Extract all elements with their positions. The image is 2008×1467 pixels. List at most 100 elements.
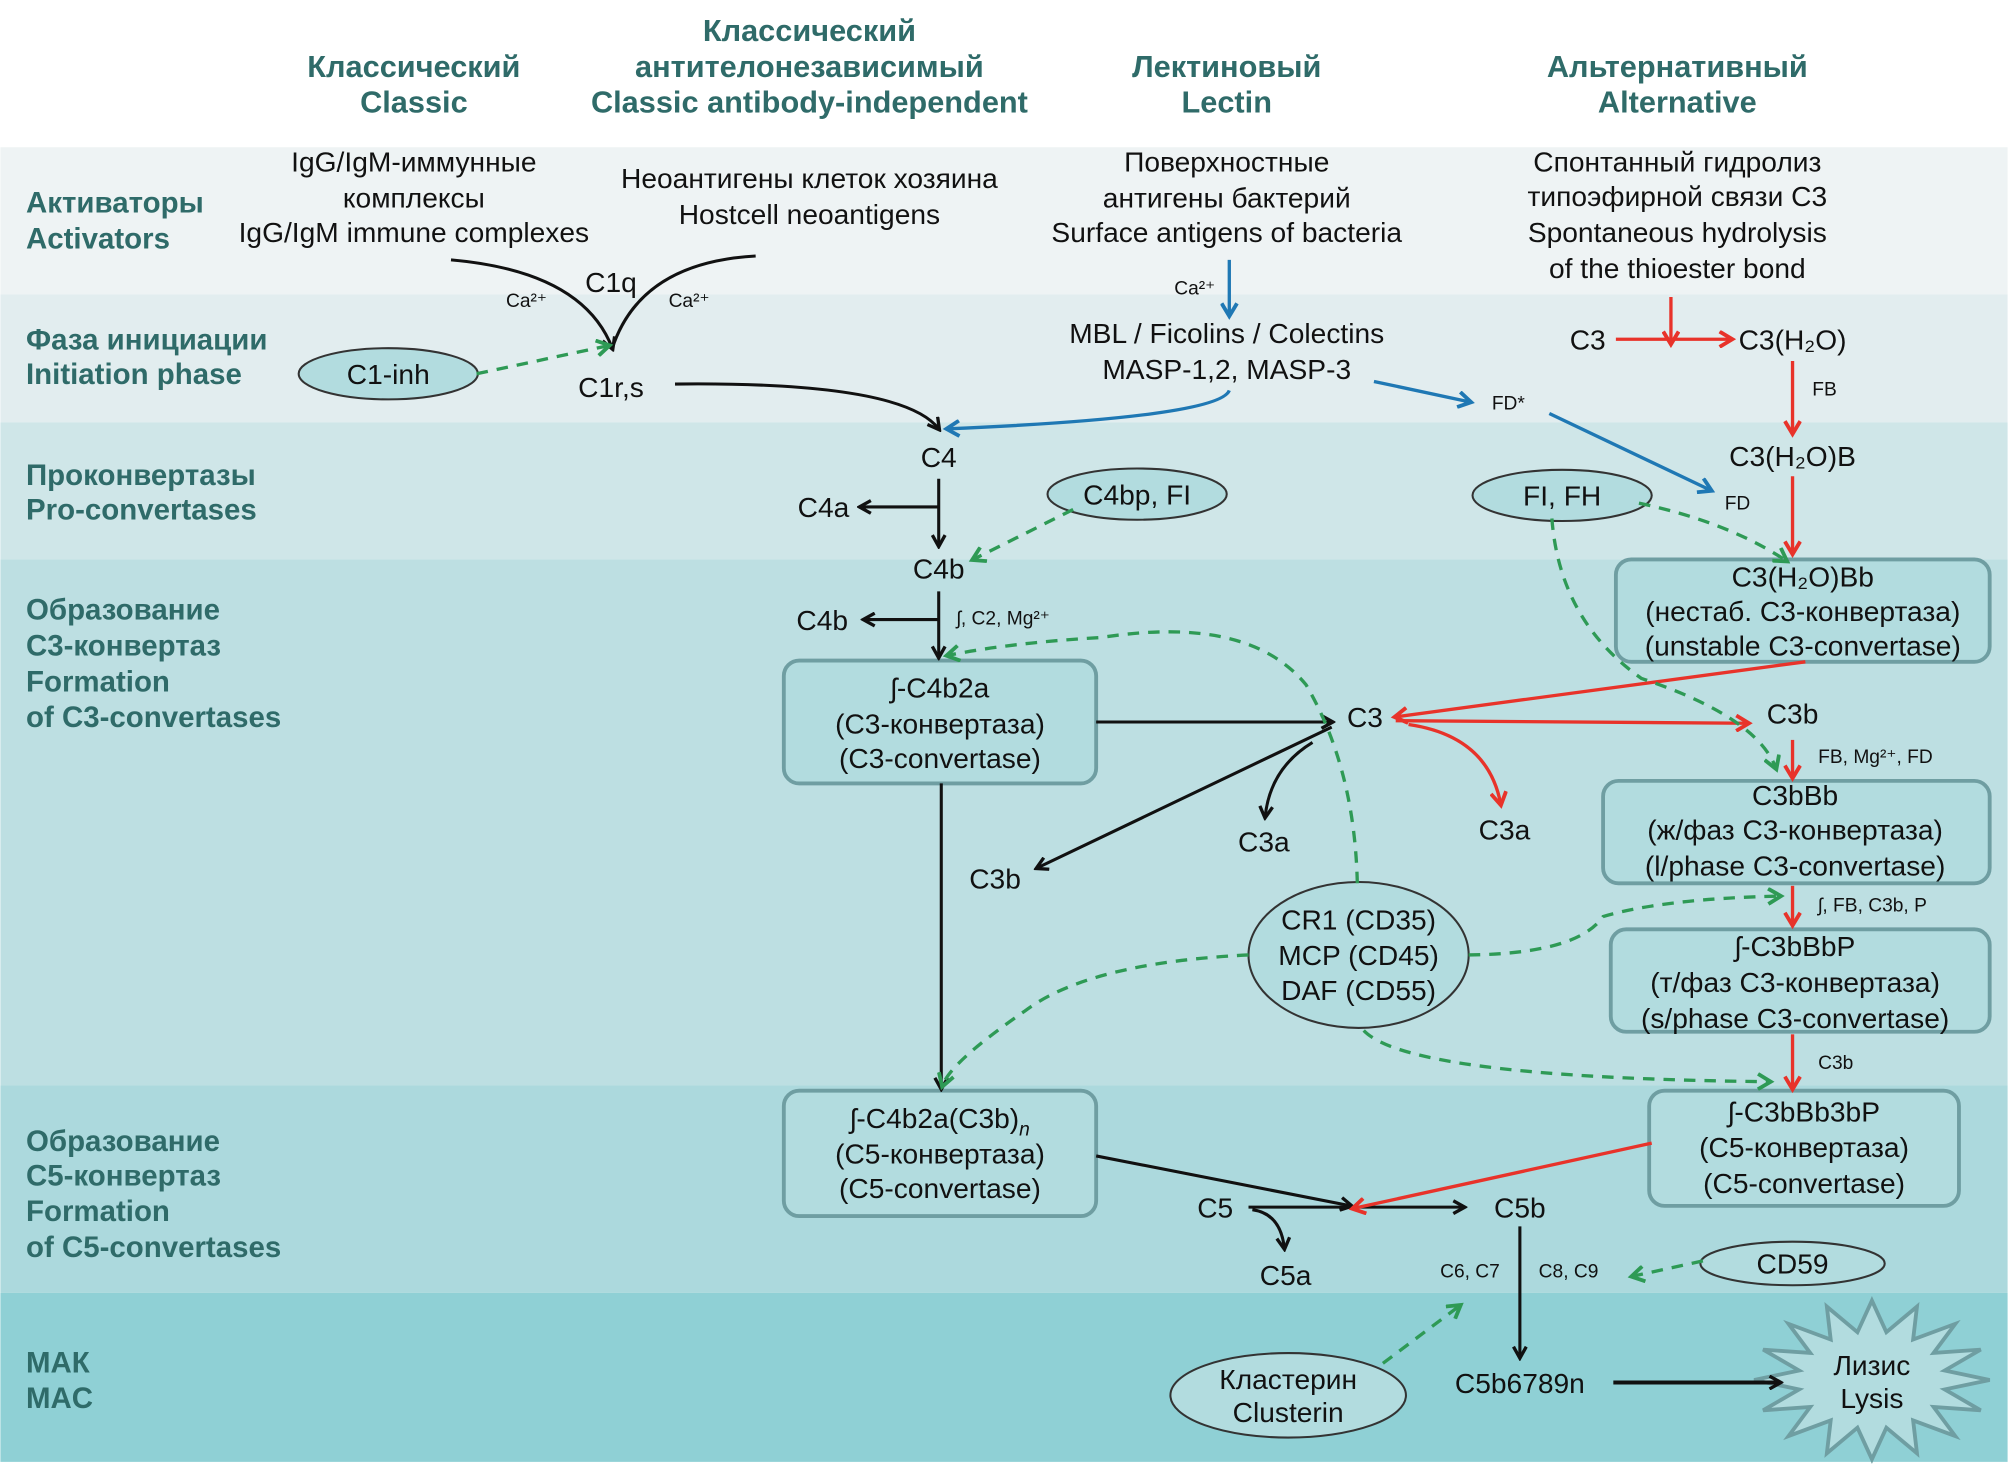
row-label-line: С5-конвертаз [26,1159,221,1192]
inhibit-c3h2obb [1638,501,1786,561]
inhibit-c3b [1550,518,1776,768]
header-antibody-independent: Классический антителонезависимый Classic… [591,13,1028,120]
cofactor-fb-mg-fd: FB, Mg²⁺, FD [1818,747,1933,768]
regulator-cr1-mcp-daf: CR1 (CD35) MCP (CD45) DAF (CD55) [1247,880,1470,1029]
cofactor-ca: Ca²⁺ [669,291,710,312]
header-line: Lectin [1182,85,1272,120]
row-label-line: Formation [26,1195,170,1228]
regulator-cd59: CD59 [1699,1240,1886,1287]
row-label-line: Проконвертазы [26,459,256,492]
header-alternative: Альтернативный Alternative [1547,49,1808,120]
activator-classic: IgG/IgM-иммунные комплексы IgG/IgM immun… [239,147,590,248]
activator-line: Surface antigens of bacteria [1051,217,1402,248]
arrow-c5-convertase-to-c5 [1095,1154,1351,1206]
arrow-immune-complex-to-c1 [450,258,612,348]
box-line-subscript: n [1019,1119,1030,1140]
activator-line: Hostcell neoantigens [679,199,940,230]
row-label-line: of C5-convertases [26,1231,281,1264]
arrow-c3-to-c3b [1037,725,1333,868]
cofactor-c3b: C3b [1818,1053,1853,1074]
arrow-neoantigen-to-c1 [610,254,756,349]
box-line: (С5-конвертаза) [835,1139,1045,1170]
node-c3-alternative: C3 [1570,324,1606,355]
activator-line: антигены бактерий [1103,182,1351,213]
regulator-c4bp-fi: C4bp, FI [1046,467,1228,521]
node-c4: C4 [921,442,957,473]
cofactor-fb-c3b-p: ʃ, FB, C3b, P [1816,895,1927,916]
arrow-alt-c5-convertase-to-c5 [1353,1141,1653,1208]
header-lectin: Лектиновый Lectin [1132,49,1321,120]
box-line: (т/фаз С3-конвертаза) [1650,967,1940,998]
box-c4b2ac3b-c5-convertase: ʃ-C4b2a(C3b)n (С5-конвертаза) (C5-conver… [781,1088,1099,1219]
arrow-c3-to-c3b-alt [1395,721,1748,724]
inhibit-c5-convertase-alt [1362,1029,1770,1081]
row-label-line: MAC [26,1382,93,1415]
cofactor-fd: FD [1725,493,1751,514]
arrow-c3-to-c3a [1265,741,1314,816]
node-fd-star: FD* [1492,394,1526,415]
header-line: Классический [307,49,520,84]
row-label-line: Фаза инициации [26,323,267,356]
activator-line: IgG/IgM immune complexes [239,217,590,248]
box-c3bbb-fluid-phase: C3bBb (ж/фаз С3-конвертаза) (l/phase C3-… [1601,778,1992,886]
activator-line: Spontaneous hydrolysis [1528,217,1827,248]
row-label-line: МАК [26,1346,91,1379]
cofactor-c6-c7: C6, C7 [1440,1262,1500,1283]
regulator-label: C1-inh [347,359,430,390]
box-line: C3bBb [1752,780,1838,811]
activator-line: Неоантигены клеток хозяина [621,163,998,194]
inhibit-c4b [973,507,1074,559]
row-label-line: Образование [26,1125,220,1158]
box-line: ʃ-C3bBb3bP [1726,1096,1880,1127]
activator-lectin: Поверхностные антигены бактерий Surface … [1051,147,1402,248]
node-c4a: C4a [798,492,850,523]
regulator-fi-fh: FI, FH [1471,468,1653,523]
row-label-mac: МАК MAC [26,1346,93,1415]
header-classic: Классический Classic [307,49,520,120]
row-label-activators: Активаторы Activators [26,186,204,255]
node-c5a: C5a [1260,1260,1312,1291]
activator-line: Поверхностные [1124,147,1329,178]
alternative-arrows [1353,296,1806,1208]
arrow-fd-star-to-fd [1548,411,1710,490]
arrow-c3-to-c3a-alt [1408,722,1501,804]
row-label-line: Активаторы [26,186,204,219]
row-label-proconvertases: Проконвертазы Pro-convertases [26,459,257,527]
row-label-line: С3-конвертаз [26,629,221,662]
box-line: (C3-convertase) [839,743,1041,774]
box-line: ʃ-C3bBbP [1733,931,1856,962]
lysis-label: Lysis [1840,1383,1903,1414]
node-c3h2ob: C3(H₂O)B [1729,441,1856,472]
node-c3h2o: C3(H₂O) [1739,324,1847,355]
inhibit-c1 [476,346,609,376]
inhibit-mac-clusterin [1381,1306,1460,1365]
lysis-label: Лизис [1833,1350,1910,1381]
lectin-arrows [948,259,1711,490]
band-proconvertases [0,422,2008,560]
arrow-masp-to-c4 [948,389,1231,428]
box-unstable-c3-convertase: C3(H₂O)Bb (нестаб. С3-конвертаза) (unsta… [1613,557,1992,664]
band-activators [0,147,2008,295]
row-label-initiation: Фаза инициации Initiation phase [26,323,267,391]
box-line: (C5-convertase) [1703,1168,1905,1199]
regulator-arrows [476,346,1787,1365]
node-c4b-released: C4b [796,605,848,636]
inhibit-c3bbbp [1468,896,1780,957]
header-line: Classic [360,85,468,120]
row-label-line: Pro-convertases [26,494,257,527]
header-line: Classic antibody-independent [591,85,1028,120]
box-c3bbb3bp-c5-convertase: ʃ-C3bBb3bP (С5-конвертаза) (C5-convertas… [1647,1088,1961,1208]
regulator-label: DAF (CD55) [1281,975,1436,1006]
regulator-clusterin: Кластерин Clusterin [1169,1352,1407,1439]
cofactor-ca: Ca²⁺ [506,291,547,312]
activator-line: of the thioester bond [1549,253,1806,284]
activator-line: IgG/IgM-иммунные [291,147,536,178]
box-line: (l/phase C3-convertase) [1645,851,1945,882]
header-line: Лектиновый [1132,49,1321,84]
regulator-label: Кластерин [1219,1364,1357,1395]
row-label-c3-convertases: Образование С3-конвертаз Formation of C3… [26,594,281,735]
cofactor-c2-mg: ʃ, C2, Mg²⁺ [955,609,1050,630]
activator-line: Спонтанный гидролиз [1533,147,1821,178]
node-mac-complex: C5b6789n [1455,1368,1585,1399]
